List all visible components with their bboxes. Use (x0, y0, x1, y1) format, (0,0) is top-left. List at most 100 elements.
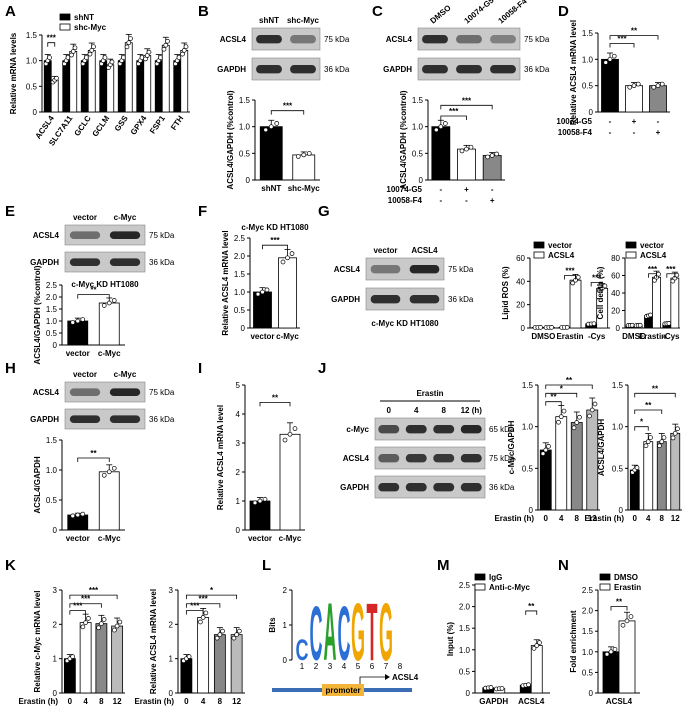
bar (279, 433, 301, 531)
panel-label-A: A (5, 3, 16, 20)
significance-label: ** (566, 376, 573, 385)
data-point (200, 615, 206, 620)
blot-band (290, 65, 316, 74)
bar (95, 623, 108, 694)
data-point (292, 426, 298, 431)
x-tick-label: c-Myc (276, 332, 299, 341)
blot-strip (365, 257, 445, 281)
bar (106, 64, 115, 113)
x-tick-label: 0 (544, 514, 549, 523)
y-tick-label: 1.0 (522, 423, 534, 432)
x-tick-label: vector (66, 349, 90, 358)
legend-label: IgG (489, 573, 502, 582)
y-axis-label: ACSL4/GAPDH (597, 419, 606, 477)
data-point (181, 48, 187, 53)
x-tick-label: GAPDH (479, 697, 508, 706)
bar (143, 55, 152, 113)
blot-band (370, 295, 401, 304)
y-axis-label: Bits (268, 617, 277, 633)
legend-label: Anti-c-Myc (489, 583, 530, 592)
significance-bracket (634, 426, 649, 431)
blot-kda-label: 75 kDa (149, 231, 175, 240)
legend-swatch (59, 23, 71, 31)
motif-position: 8 (398, 662, 403, 671)
blot-band (378, 425, 400, 434)
data-point (80, 317, 86, 322)
significance-bracket (270, 110, 305, 115)
blot-lane-label: 0 (387, 406, 392, 415)
legend-swatch (533, 251, 545, 259)
y-tick-label: 1 (53, 655, 58, 664)
data-point (571, 425, 577, 431)
legend-label: DMSO (614, 573, 638, 582)
blot-kda-label: 75 kDa (448, 265, 474, 274)
blot-lane-label: vector (73, 213, 97, 222)
y-tick-label: 1 (283, 621, 288, 630)
blot-lane-label: vector (373, 246, 397, 255)
significance-bracket (634, 409, 663, 414)
data-point (659, 439, 665, 445)
blot-band (460, 454, 482, 463)
y-tick-label: 2.5 (459, 581, 471, 590)
x-tick-label: DMSO (622, 332, 646, 341)
blot-lane-label: ACSL4 (411, 246, 438, 255)
bar (180, 50, 189, 113)
y-tick-label: 1.0 (582, 648, 594, 657)
bar (117, 60, 126, 113)
data-point (111, 465, 117, 471)
panel-label-K: K (5, 557, 16, 574)
blot-strip (365, 287, 445, 311)
x-tick-label: DMSO (531, 332, 555, 341)
motif-position: 6 (370, 662, 375, 671)
bar (482, 155, 502, 181)
blot-protein-label: GAPDH (217, 65, 246, 74)
significance-label: *** (81, 595, 91, 604)
significance-label: ** (90, 449, 97, 458)
data-point (537, 640, 542, 645)
y-tick-label: 1.0 (239, 123, 251, 132)
y-tick-label: 2.0 (46, 293, 58, 302)
blot-band (290, 35, 316, 44)
bar (259, 126, 283, 181)
bar (253, 291, 272, 329)
bar (530, 645, 543, 694)
y-tick-label: 1.0 (46, 466, 58, 475)
motif-letter: G (379, 587, 393, 678)
significance-label: * (640, 418, 644, 427)
x-tick-label: FSP1 (148, 114, 167, 136)
y-axis-label: ACSL4/GAPDH (%control) (226, 90, 235, 189)
y-axis-label: Input (%) (446, 622, 455, 657)
data-point (301, 152, 307, 158)
treatment-label: 10074-G5 (386, 185, 422, 194)
significance-bracket (69, 610, 87, 615)
bar (87, 50, 96, 113)
motif-position: 1 (300, 662, 305, 671)
gene-label: ACSL4 (392, 673, 419, 682)
significance-label: ** (272, 393, 279, 402)
motif-position: 4 (342, 662, 347, 671)
data-point (146, 49, 152, 55)
blot-band (109, 388, 141, 396)
data-point (556, 419, 561, 425)
treatment-mark: - (439, 185, 442, 194)
data-point (637, 322, 643, 328)
data-point (648, 435, 653, 440)
y-tick-label: 0 (529, 506, 534, 515)
x-axis-label: Erastin (h) (584, 514, 624, 523)
y-tick-label: 0 (53, 526, 58, 535)
legend-swatch (59, 13, 71, 21)
bar (111, 625, 124, 694)
x-tick-label: Erastin (556, 332, 583, 341)
bar (629, 469, 640, 511)
motif-position: 2 (314, 662, 319, 671)
x-tick-label: ACSL4 (518, 697, 545, 706)
data-point (558, 414, 564, 420)
data-point (69, 52, 74, 58)
x-tick-label: GCLC (73, 114, 93, 138)
blot-protein-label: GAPDH (30, 415, 59, 424)
